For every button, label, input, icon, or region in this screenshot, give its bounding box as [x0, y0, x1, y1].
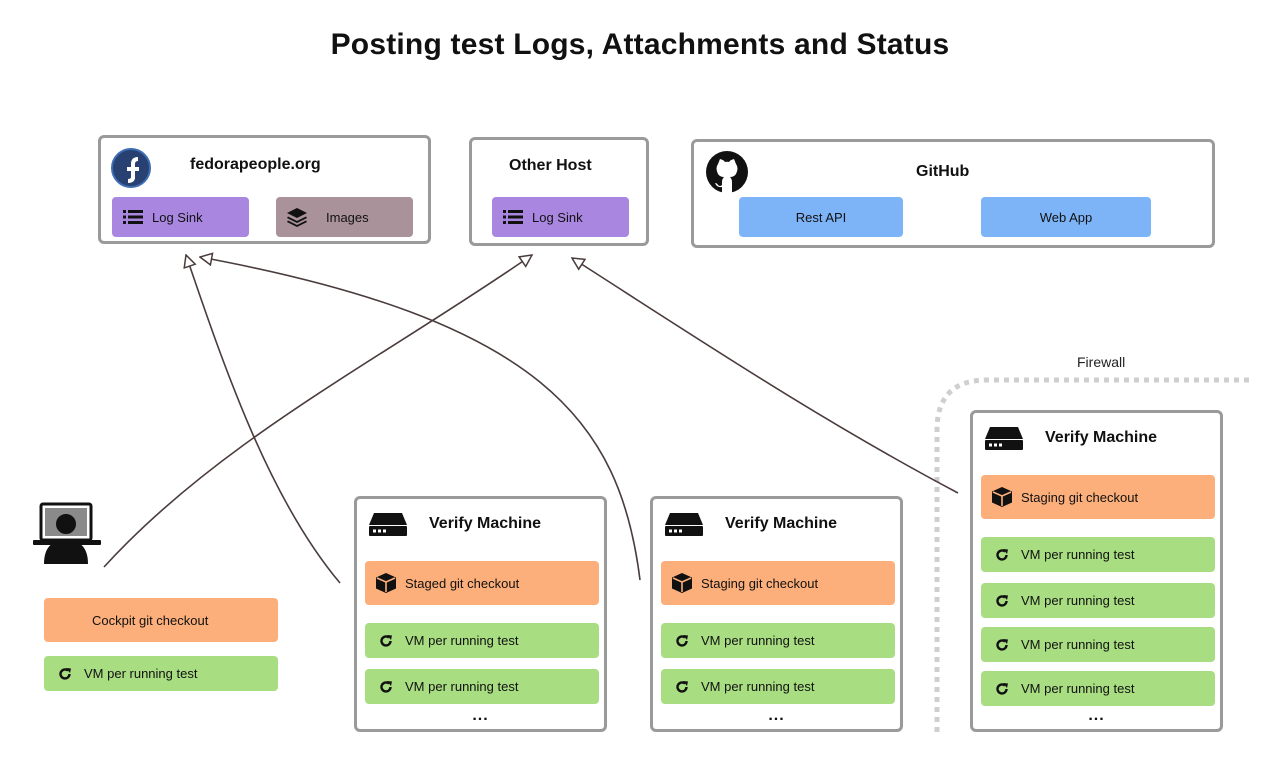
refresh-icon — [375, 676, 397, 698]
package-icon — [375, 572, 397, 594]
user-at-laptop-icon — [32, 502, 102, 571]
layers-icon — [286, 206, 308, 228]
list-icon — [502, 206, 524, 228]
verify-machine-1-vm-2: VM per running test — [365, 669, 599, 704]
verify-machine-2-vm-2-label: VM per running test — [701, 679, 815, 694]
verify-machine-3-vm-4: VM per running test — [981, 671, 1215, 706]
connector-verify1-to-fedorapeople — [186, 255, 341, 584]
connector-verify3-to-other-host — [572, 258, 959, 494]
github-title: GitHub — [916, 163, 970, 180]
developer-vm: VM per running test — [44, 656, 278, 691]
refresh-icon — [375, 630, 397, 652]
fedorapeople-log-sink: Log Sink — [112, 197, 249, 237]
verify-machine-3-checkout: Staging git checkout — [981, 475, 1215, 519]
server-icon — [985, 427, 1023, 456]
server-icon — [369, 513, 407, 542]
verify-machine-2-vm-1-label: VM per running test — [701, 633, 815, 648]
verify-machine-3-vm-4-label: VM per running test — [1021, 681, 1135, 696]
verify-machine-3-vm-1-label: VM per running test — [1021, 547, 1135, 562]
verify-machine-2-checkout-label: Staging git checkout — [701, 575, 819, 591]
diagram-title: Posting test Logs, Attachments and Statu… — [330, 28, 950, 61]
verify-machine-3-vm-1: VM per running test — [981, 537, 1215, 572]
verify-machine-3-checkout-label: Staging git checkout — [1021, 489, 1139, 505]
github-logo-icon — [705, 150, 749, 199]
verify-machine-1-more: ... — [472, 707, 489, 724]
other-host-box: Other Host Log Sink — [469, 137, 649, 246]
firewall-line — [934, 377, 1252, 732]
refresh-icon — [671, 676, 693, 698]
github-box: GitHub Rest API Web App — [691, 139, 1215, 248]
verify-machine-1-vm-2-label: VM per running test — [405, 679, 519, 694]
github-rest-api: Rest API — [739, 197, 903, 237]
verify-machine-3-more: ... — [1088, 707, 1105, 724]
verify-machine-2-checkout: Staging git checkout — [661, 561, 895, 605]
fedorapeople-log-sink-label: Log Sink — [152, 209, 203, 225]
verify-machine-2-more: ... — [768, 707, 785, 724]
refresh-icon — [991, 544, 1013, 566]
verify-machine-3: Verify Machine Staging git checkout VM p… — [970, 410, 1223, 732]
verify-machine-1-vm-1: VM per running test — [365, 623, 599, 658]
other-host-log-sink-label: Log Sink — [532, 209, 583, 225]
package-icon — [671, 572, 693, 594]
list-icon — [122, 206, 144, 228]
developer-checkout: Cockpit git checkout — [44, 598, 278, 642]
other-host-title: Other Host — [509, 157, 592, 174]
verify-machine-2-vm-2: VM per running test — [661, 669, 895, 704]
fedorapeople-images: Images — [276, 197, 413, 237]
verify-machine-3-vm-2-label: VM per running test — [1021, 593, 1135, 608]
verify-machine-3-title: Verify Machine — [1045, 429, 1158, 446]
refresh-icon — [54, 663, 76, 685]
package-icon — [991, 486, 1013, 508]
refresh-icon — [991, 590, 1013, 612]
verify-machine-1-checkout-label: Staged git checkout — [405, 575, 520, 591]
verify-machine-3-vm-3-label: VM per running test — [1021, 637, 1135, 652]
developer-checkout-label: Cockpit git checkout — [92, 612, 209, 628]
verify-machine-2-vm-1: VM per running test — [661, 623, 895, 658]
verify-machine-1-vm-1-label: VM per running test — [405, 633, 519, 648]
other-host-log-sink: Log Sink — [492, 197, 629, 237]
fedora-logo-icon — [111, 148, 151, 193]
firewall-label: Firewall — [1077, 354, 1126, 370]
fedorapeople-box: fedorapeople.org Log Sink Images — [98, 135, 431, 244]
fedorapeople-title: fedorapeople.org — [190, 156, 321, 173]
refresh-icon — [671, 630, 693, 652]
verify-machine-1-checkout: Staged git checkout — [365, 561, 599, 605]
refresh-icon — [991, 678, 1013, 700]
developer-vm-label: VM per running test — [84, 666, 198, 681]
server-icon — [665, 513, 703, 542]
refresh-icon — [991, 634, 1013, 656]
verify-machine-2-title: Verify Machine — [725, 515, 838, 532]
connector-developer-to-other-host — [103, 255, 532, 568]
verify-machine-3-vm-3: VM per running test — [981, 627, 1215, 662]
verify-machine-1-title: Verify Machine — [429, 515, 542, 532]
connector-verify2-to-fedorapeople — [200, 257, 641, 581]
github-web-app: Web App — [981, 197, 1151, 237]
github-web-app-label: Web App — [1039, 209, 1093, 225]
github-rest-api-label: Rest API — [795, 209, 847, 225]
fedorapeople-images-label: Images — [326, 209, 369, 225]
verify-machine-3-vm-2: VM per running test — [981, 583, 1215, 618]
verify-machine-1: Verify Machine Staged git checkout VM pe… — [354, 496, 607, 732]
verify-machine-2: Verify Machine Staging git checkout VM p… — [650, 496, 903, 732]
